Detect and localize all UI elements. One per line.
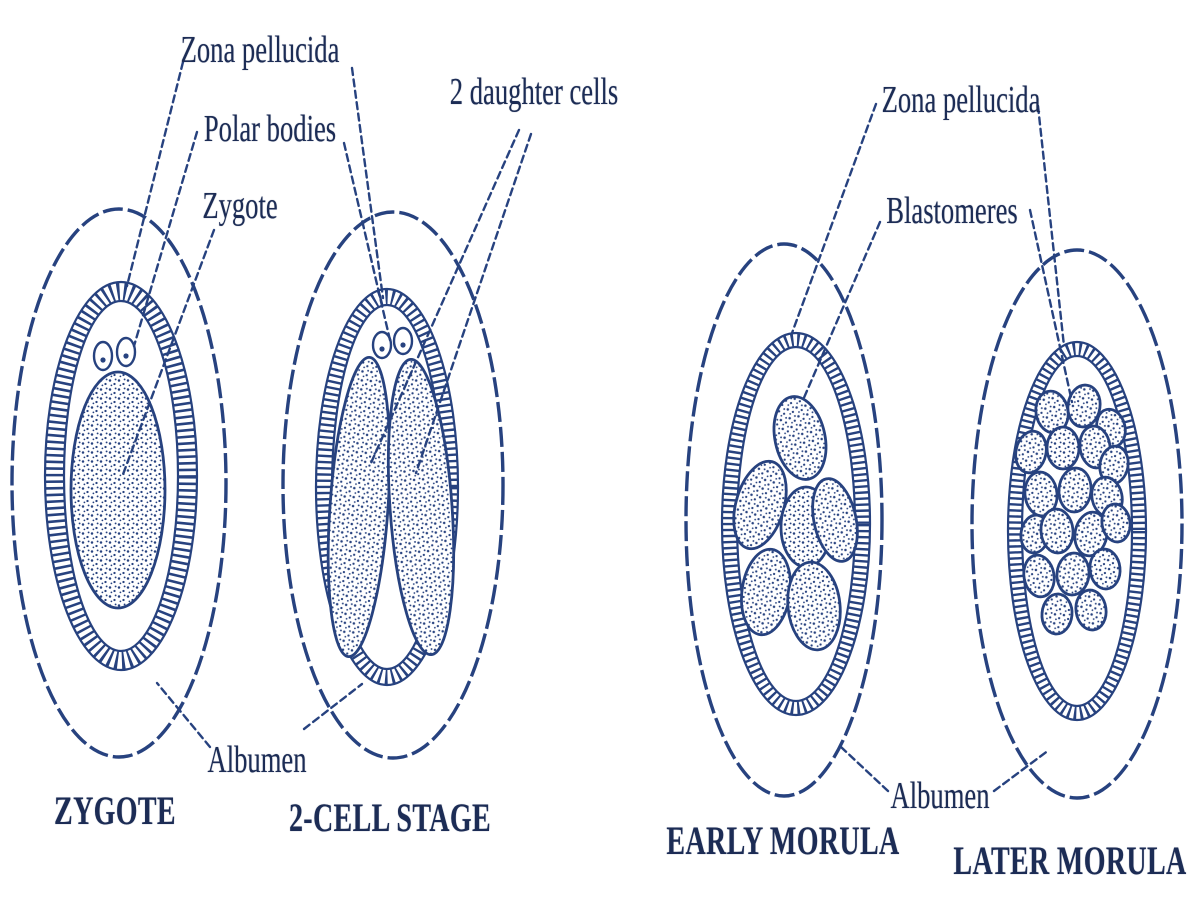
leader-albumen-to-two-cell [302, 682, 364, 731]
blastomere-cell [1014, 429, 1048, 475]
polar-body [371, 330, 393, 360]
leader-albumen-to-zygote [155, 681, 212, 749]
label-albumen-right: Albumen [890, 775, 990, 817]
albumen-membrane [684, 242, 884, 798]
zona-pellucida-ring [45, 282, 197, 670]
zona-pellucida-outer-edge [314, 287, 460, 687]
leader-zona-pellucida-to-two-cell [350, 66, 385, 300]
blastomere-cell [1100, 502, 1132, 544]
zona-pellucida-ring [722, 333, 870, 715]
leader-lines [120, 60, 1074, 793]
blastomere-cell [1045, 425, 1081, 471]
blastomere-cell [811, 477, 859, 563]
zygote-cell [69, 370, 167, 610]
label-daughter-cells: 2 daughter cells [449, 71, 619, 113]
leader-blastomeres-to-later-morula [1028, 208, 1074, 404]
blastomere-cell [1066, 383, 1102, 429]
label-zona-pellucida-right: Zona pellucida [881, 79, 1041, 121]
blastomere-cluster [1014, 383, 1132, 636]
caption-two-cell: 2-CELL STAGE [288, 795, 492, 840]
albumen-membrane [970, 248, 1184, 800]
label-zygote: Zygote [202, 185, 278, 227]
blastomere-cell [1088, 547, 1122, 591]
blastomere-cluster [732, 395, 859, 652]
leader-zona-pellucida-to-early-morula [790, 102, 878, 335]
blastomere-cell [772, 395, 828, 481]
polar-body-dot [123, 353, 129, 359]
panel-zygote [10, 207, 228, 759]
label-blastomeres: Blastomeres [886, 190, 1018, 232]
blastomere-cell [1055, 551, 1091, 597]
blastomere-cell [1039, 507, 1075, 555]
caption-early-morula: EARLY MORULA [666, 818, 900, 863]
label-polar-bodies: Polar bodies [203, 108, 337, 150]
panel-two-cell-stage [281, 210, 505, 760]
polar-body [115, 336, 137, 368]
panel-early-morula [684, 242, 884, 798]
polar-body [92, 340, 114, 372]
polar-body-dot [379, 346, 385, 352]
leader-albumen-to-early-morula [839, 745, 890, 793]
caption-zygote: ZYGOTE [54, 788, 176, 833]
leader-zona-pellucida-to-zygote [125, 60, 185, 288]
leader-daughter-cells-left [369, 128, 521, 465]
zona-pellucida-inner-edge [62, 299, 180, 653]
polar-body-dot [100, 357, 106, 363]
panel-later-morula [970, 248, 1184, 800]
zona-pellucida-outer-edge [1006, 340, 1148, 722]
caption-later-morula: LATER MORULA [953, 838, 1187, 883]
blastomere-cell [1040, 592, 1074, 636]
polar-body [392, 326, 414, 356]
zona-pellucida-outer-edge [43, 280, 199, 672]
leader-zygote-label-to-cell [120, 228, 216, 479]
leader-zona-pellucida-to-later-morula [1036, 104, 1066, 348]
blastomere-cell [1022, 553, 1056, 599]
zona-pellucida-outer-edge [720, 331, 872, 717]
label-albumen-left: Albumen [207, 739, 307, 781]
blastomere-cell [1057, 466, 1093, 514]
albumen-membrane [281, 210, 505, 760]
leader-albumen-to-later-morula [992, 748, 1051, 793]
polar-body-dot [400, 342, 406, 348]
blastomere-cell [1074, 588, 1108, 632]
leader-blastomeres-to-early-morula [801, 220, 882, 402]
leader-polar-bodies-to-zygote [132, 130, 199, 348]
leader-daughter-cells-right [414, 132, 533, 475]
label-zona-pellucida-left: Zona pellucida [180, 29, 340, 71]
zona-pellucida-ring [1008, 342, 1146, 720]
blastomere-cell [786, 560, 842, 652]
albumen-membrane [10, 207, 228, 759]
leader-polar-bodies-to-two-cell [342, 141, 392, 342]
daughter-cell [326, 355, 392, 659]
daughter-cell [386, 357, 456, 657]
